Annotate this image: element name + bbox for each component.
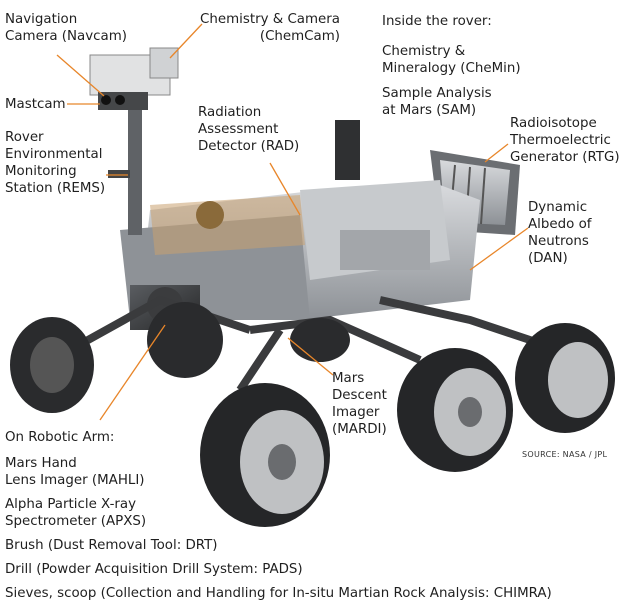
source-credit: SOURCE: NASA / JPL [522,450,608,459]
wheels [10,302,615,527]
label-rad: Radiation Assessment Detector (RAD) [198,105,300,154]
label-dan: Dynamic Albedo of Neutrons (DAN) [528,200,592,266]
leader-lines [56,23,529,421]
label-chimra: Sieves, scoop (Collection and Handling f… [5,586,552,601]
label-rems: Rover Environmental Monitoring Station (… [5,130,106,196]
label-navcam: Navigation Camera (Navcam) [5,12,128,44]
label-mardi: Mars Descent Imager (MARDI) [332,371,387,437]
label-inside-rover: Inside the rover: [382,14,492,29]
rover-body [120,120,480,320]
label-mahli: Mars Hand Lens Imager (MAHLI) [5,456,145,488]
label-sam: Sample Analysis at Mars (SAM) [382,86,492,118]
label-mastcam: Mastcam [5,97,66,112]
label-on-robotic-arm: On Robotic Arm: [5,430,115,445]
label-pads: Drill (Powder Acquisition Drill System: … [5,562,303,577]
remote-sensing-mast [89,47,179,235]
rad-box [335,120,360,180]
label-chemin: Chemistry & Mineralogy (CheMin) [382,44,521,76]
label-rtg: Radioisotope Thermoelectric Generator (R… [510,116,620,165]
label-apxs: Alpha Particle X-ray Spectrometer (APXS) [5,497,147,529]
label-drt: Brush (Dust Removal Tool: DRT) [5,538,218,553]
label-chemcam: Chemistry & Camera (ChemCam) [200,12,341,44]
